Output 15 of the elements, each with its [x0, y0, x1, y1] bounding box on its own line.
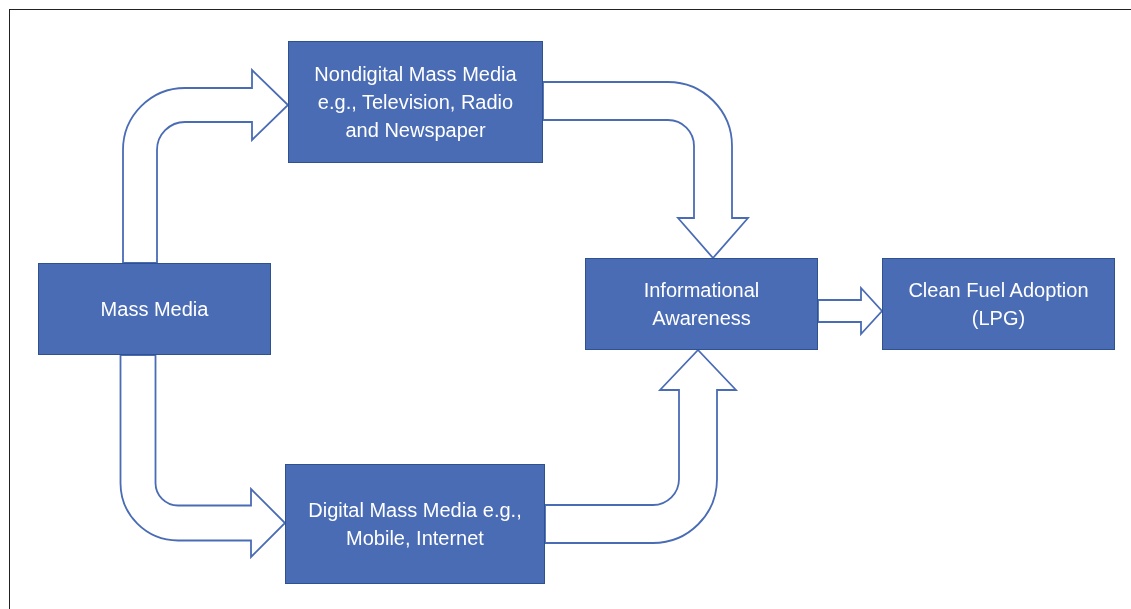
block-arrow: [119, 354, 286, 558]
process-box: [882, 258, 1115, 350]
box-label: Informational Awareness: [642, 278, 761, 331]
block-arrow: [817, 285, 884, 337]
process-box: [288, 41, 543, 163]
block-arrow: [122, 69, 289, 264]
process-box: [285, 464, 545, 584]
box-label: Nondigital Mass Media e.g., Television, Radio and Newspaper: [313, 62, 518, 143]
block-arrow: [542, 81, 749, 259]
process-box: [38, 263, 271, 355]
block-arrow: [544, 349, 737, 544]
box-label: Digital Mass Media e.g., Mobile, Internet: [307, 498, 523, 551]
process-box: [585, 258, 818, 350]
box-label: Clean Fuel Adoption (LPG): [907, 278, 1090, 331]
box-label: Mass Media: [100, 297, 209, 322]
